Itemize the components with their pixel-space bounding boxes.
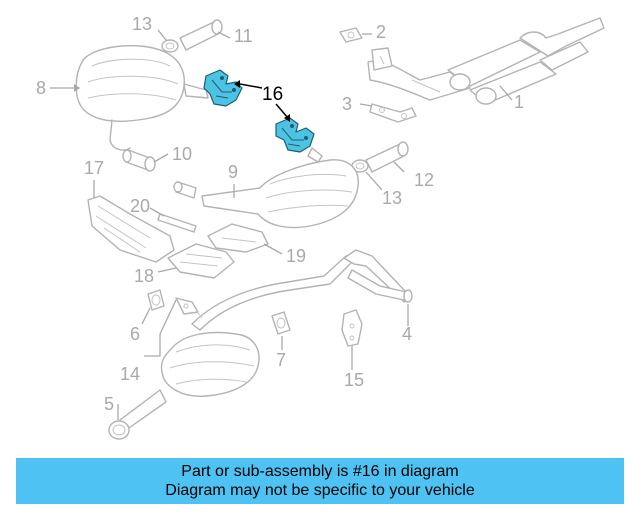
callout-2: 2 (376, 22, 386, 42)
intermediate-pipe-part-4 (191, 249, 413, 331)
callout-13-top: 13 (132, 14, 152, 34)
tailpipe-tip-part-11 (179, 19, 223, 51)
callout-8: 8 (36, 78, 46, 98)
part-info-banner: Part or sub-assembly is #16 in diagram D… (16, 458, 624, 504)
center-muffler-part-9 (201, 147, 359, 229)
leader-lines (50, 29, 513, 420)
banner-line-2: Diagram may not be specific to your vehi… (165, 482, 475, 499)
banner-line-1: Part or sub-assembly is #16 in diagram (181, 463, 459, 480)
exhaust-bracket-part-16-upper (203, 69, 243, 107)
callout-19: 19 (286, 246, 306, 266)
hanger-part-14 (175, 297, 203, 319)
rubber-mount-part-6 (147, 289, 165, 311)
exhaust-bracket-part-16-lower (275, 117, 315, 153)
callout-18: 18 (134, 266, 154, 286)
callout-3: 3 (342, 94, 352, 114)
front-muffler-part-5 (108, 331, 260, 440)
exhaust-parts-diagram: 13 11 8 2 3 1 16 10 9 12 13 17 20 19 18 … (36, 14, 605, 440)
callout-20: 20 (130, 196, 150, 216)
callout-10: 10 (172, 144, 192, 164)
bracket-part-3 (369, 103, 417, 123)
rubber-hanger-part-10-lower (173, 181, 197, 199)
pipe-clamp-part-10 (122, 149, 156, 172)
callout-6: 6 (130, 324, 140, 344)
bracket-part-20 (157, 213, 197, 233)
gasket-part-2 (339, 27, 363, 43)
callout-15: 15 (344, 370, 364, 390)
rubber-mount-part-7 (271, 311, 291, 335)
callout-4: 4 (402, 324, 412, 344)
callout-16: 16 (262, 84, 283, 105)
bracket-part-15 (341, 309, 363, 347)
clamp-part-13-right (351, 159, 369, 173)
callout-17: 17 (84, 158, 104, 178)
heat-shield-part-19 (207, 223, 269, 253)
callout-7: 7 (276, 350, 286, 370)
callout-1: 1 (514, 92, 524, 112)
callout-14: 14 (120, 364, 140, 384)
clamp-part-13-top (161, 39, 179, 53)
tailpipe-tip-part-12 (365, 141, 409, 173)
callout-labels: 13 11 8 2 3 1 16 10 9 12 13 17 20 19 18 … (36, 14, 524, 414)
callout-11: 11 (234, 26, 253, 46)
callout-12: 12 (414, 170, 434, 190)
callout-13-right: 13 (382, 188, 402, 208)
heat-shield-part-17 (87, 195, 175, 263)
rear-muffler-part-8 (75, 45, 209, 151)
front-pipe-catalytic-converter-part-1 (367, 17, 605, 105)
callout-5: 5 (104, 394, 114, 414)
heat-shield-part-18 (167, 243, 235, 279)
callout-9: 9 (228, 162, 238, 182)
